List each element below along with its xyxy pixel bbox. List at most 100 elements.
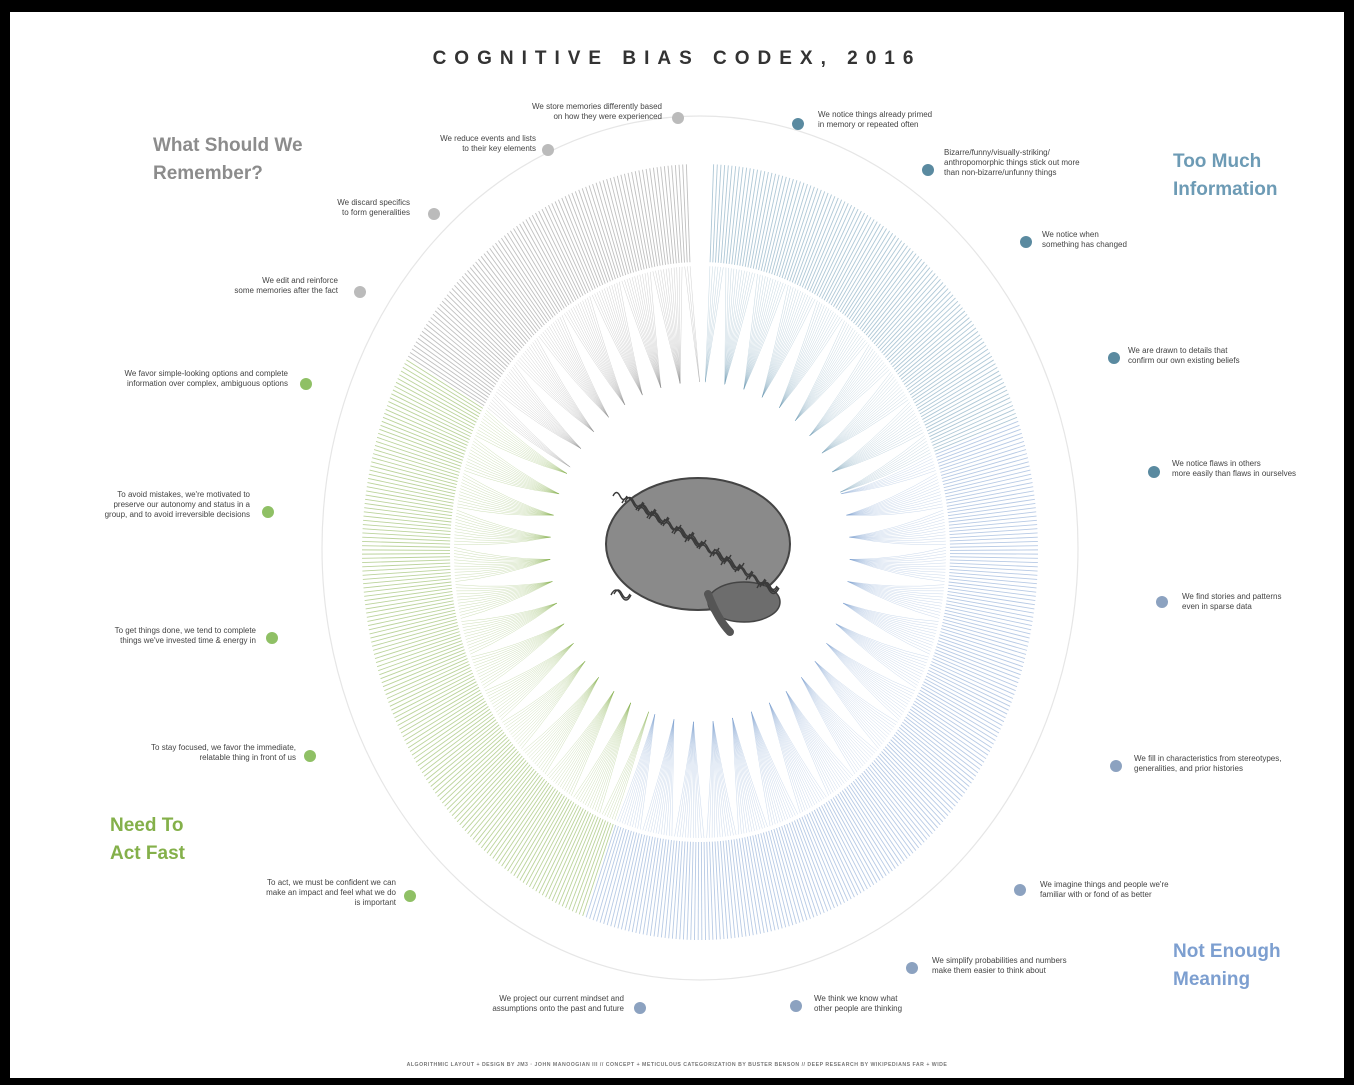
branch-line (668, 268, 681, 384)
brain-fold (762, 581, 778, 591)
bias-label-stroke (548, 811, 589, 900)
branch-line (471, 446, 560, 495)
branch-line (769, 702, 816, 806)
branch-line (801, 677, 872, 758)
branch-line (526, 677, 599, 756)
branch-line (532, 677, 599, 762)
branch-line (470, 449, 560, 495)
branch-line (472, 443, 560, 495)
branch-line (795, 340, 866, 421)
bias-label-stroke (920, 370, 1000, 418)
branch-line (663, 719, 675, 835)
bias-label-stroke (832, 797, 881, 881)
brain-fold (710, 549, 732, 561)
bias-label-stroke (568, 194, 604, 286)
subcategory-dot (428, 208, 440, 220)
bias-label-stroke (379, 428, 463, 461)
branch-line (849, 559, 945, 582)
bias-label-stroke (388, 401, 470, 440)
bias-label-stroke (768, 830, 794, 926)
branch-line (712, 721, 737, 835)
branch-line (487, 643, 574, 697)
bias-label-stroke (781, 185, 812, 279)
branch-line (849, 559, 946, 567)
bias-label-stroke (747, 171, 766, 268)
branch-line (846, 479, 939, 516)
bias-label-stroke (367, 603, 455, 622)
subcategory-label: To stay focused, we favor the immediate,… (151, 743, 296, 762)
branch-line (684, 266, 700, 383)
brain-fold (759, 581, 779, 593)
bias-label-stroke (937, 643, 1021, 676)
bias-label-stroke (919, 689, 998, 738)
bias-label-stroke (467, 270, 529, 342)
branch-line (847, 581, 944, 592)
branch-line (685, 721, 694, 838)
bias-label-stroke (949, 540, 1038, 545)
bias-label-stroke (565, 817, 601, 909)
bias-label-stroke (741, 837, 758, 935)
branch-line (779, 302, 821, 408)
branch-line (849, 556, 947, 562)
bias-label-stroke (389, 397, 471, 438)
branch-line (821, 391, 905, 454)
bias-label-stroke (459, 278, 523, 349)
branch-line (779, 318, 843, 408)
branch-line (785, 691, 852, 779)
branch-line (500, 643, 574, 721)
bias-label-stroke (895, 310, 966, 373)
branch-line (459, 491, 554, 516)
bias-label-stroke (900, 320, 972, 380)
branch-line (462, 476, 554, 516)
branch-line (594, 293, 643, 396)
brain-fold (748, 574, 766, 584)
bias-label-stroke (674, 165, 683, 263)
bias-label-stroke (821, 212, 865, 299)
bias-label-stroke (385, 408, 468, 446)
branch-line (693, 721, 697, 838)
branch-line (619, 281, 643, 396)
bias-label-stroke (766, 177, 791, 273)
brain-fold (696, 541, 720, 555)
bias-label-stroke (830, 221, 878, 306)
bias-label-stroke (828, 219, 875, 304)
bias-label-stroke (480, 772, 539, 849)
branch-line (779, 300, 818, 408)
bias-label-stroke (437, 734, 507, 797)
branch-line (840, 461, 934, 495)
branch-line (481, 421, 568, 474)
bias-label-stroke (528, 217, 574, 303)
bias-label-stroke (571, 820, 607, 912)
branch-line (840, 452, 931, 493)
bias-label-stroke (946, 597, 1034, 614)
branch-line (821, 396, 907, 454)
bias-label-stroke (846, 237, 900, 318)
bias-label-stroke (852, 780, 908, 859)
branch-line (732, 717, 750, 833)
branch-line (769, 702, 801, 814)
brain-fold (674, 526, 694, 538)
bias-label-stroke (574, 191, 609, 283)
bias-label-stroke (755, 173, 776, 270)
bias-label-stroke (373, 628, 460, 655)
branch-line (795, 324, 850, 421)
branch-line (606, 287, 643, 396)
branch-line (548, 326, 609, 418)
branch-line (769, 702, 827, 798)
branch-line (801, 677, 870, 760)
bias-label-stroke (918, 692, 996, 741)
branch-line (462, 602, 558, 628)
branch-line (464, 602, 558, 634)
bias-label-stroke (544, 206, 586, 295)
bias-label-stroke (916, 359, 994, 409)
branch-line (835, 623, 921, 681)
branch-line (473, 623, 565, 664)
bias-label-stroke (373, 449, 460, 476)
bias-label-stroke (469, 267, 531, 340)
bias-label-stroke (423, 327, 497, 385)
brain-fold (621, 496, 645, 510)
bias-label-stroke (464, 760, 527, 832)
bias-label-stroke (366, 597, 454, 614)
bias-label-stroke (875, 276, 939, 347)
branch-line (627, 714, 656, 826)
